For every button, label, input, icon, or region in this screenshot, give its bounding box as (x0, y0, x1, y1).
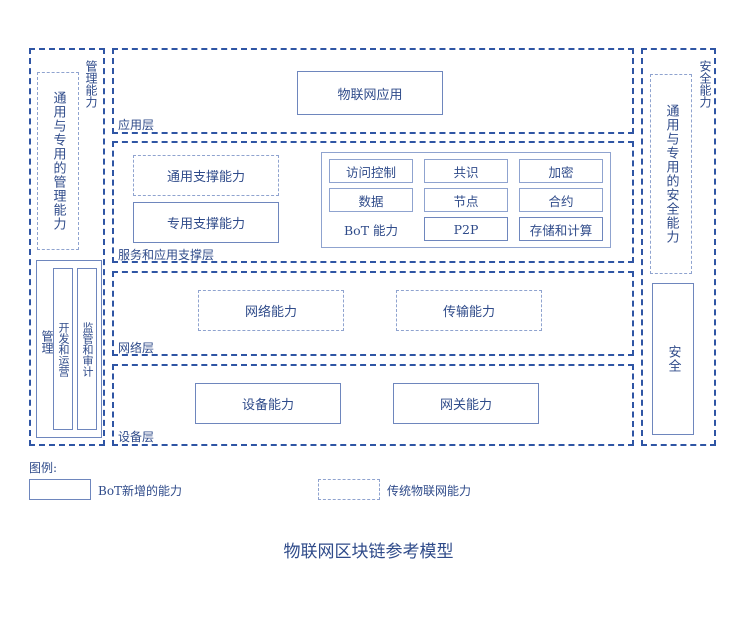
grid-cell-consensus: 共识 (424, 159, 508, 183)
device-capability-box: 设备能力 (195, 383, 341, 424)
general-support-box: 通用支撑能力 (133, 155, 279, 196)
grid-cell-node: 节点 (424, 188, 508, 212)
application-layer (112, 48, 634, 134)
iot-application-box: 物联网应用 (297, 71, 443, 115)
security-side-label: 安全能力 (698, 60, 712, 108)
grid-cell-p2p: P2P (424, 217, 508, 241)
legend-new-label: BoT新增的能力 (98, 484, 183, 498)
network-capability-box: 网络能力 (198, 290, 344, 331)
grid-cell-contract: 合约 (519, 188, 603, 212)
diagram-title: 物联网区块链参考模型 (283, 542, 454, 562)
device-layer-label: 设备层 (118, 430, 155, 444)
service-support-layer-label: 服务和应用支撑层 (118, 248, 215, 262)
grid-cell-encryption: 加密 (519, 159, 603, 183)
management-inner-box (36, 260, 102, 438)
device-layer (112, 364, 634, 446)
security-inner-box: 安全 (652, 283, 694, 435)
gateway-capability-box: 网关能力 (393, 383, 539, 424)
security-general-box: 通用与专用的安全能力 (650, 74, 692, 274)
legend-traditional-swatch (318, 479, 380, 500)
network-layer-label: 网络层 (118, 341, 155, 355)
application-layer-label: 应用层 (118, 118, 155, 132)
management-side-label: 管理能力 (84, 60, 98, 108)
legend-traditional-label: 传统物联网能力 (387, 484, 472, 498)
grid-cell-storage-compute: 存储和计算 (519, 217, 603, 241)
service-support-layer (112, 141, 634, 263)
management-inner-label: 管理 (40, 330, 54, 354)
legend-title: 图例: (29, 461, 58, 475)
management-column (29, 48, 105, 446)
special-support-box: 专用支撑能力 (133, 202, 279, 243)
dev-ops-box: 开发和运营 (53, 268, 73, 430)
blockchain-capability-grid (321, 152, 611, 248)
security-column (641, 48, 716, 446)
management-general-box: 通用与专用的管理能力 (37, 72, 79, 250)
grid-cell-data: 数据 (329, 188, 413, 212)
grid-cell-access-control: 访问控制 (329, 159, 413, 183)
grid-cell-bot-capability: BoT 能力 (329, 217, 413, 241)
supervision-box: 监管和审计 (77, 268, 97, 430)
network-layer (112, 271, 634, 356)
transport-capability-box: 传输能力 (396, 290, 542, 331)
legend-new-swatch (29, 479, 91, 500)
